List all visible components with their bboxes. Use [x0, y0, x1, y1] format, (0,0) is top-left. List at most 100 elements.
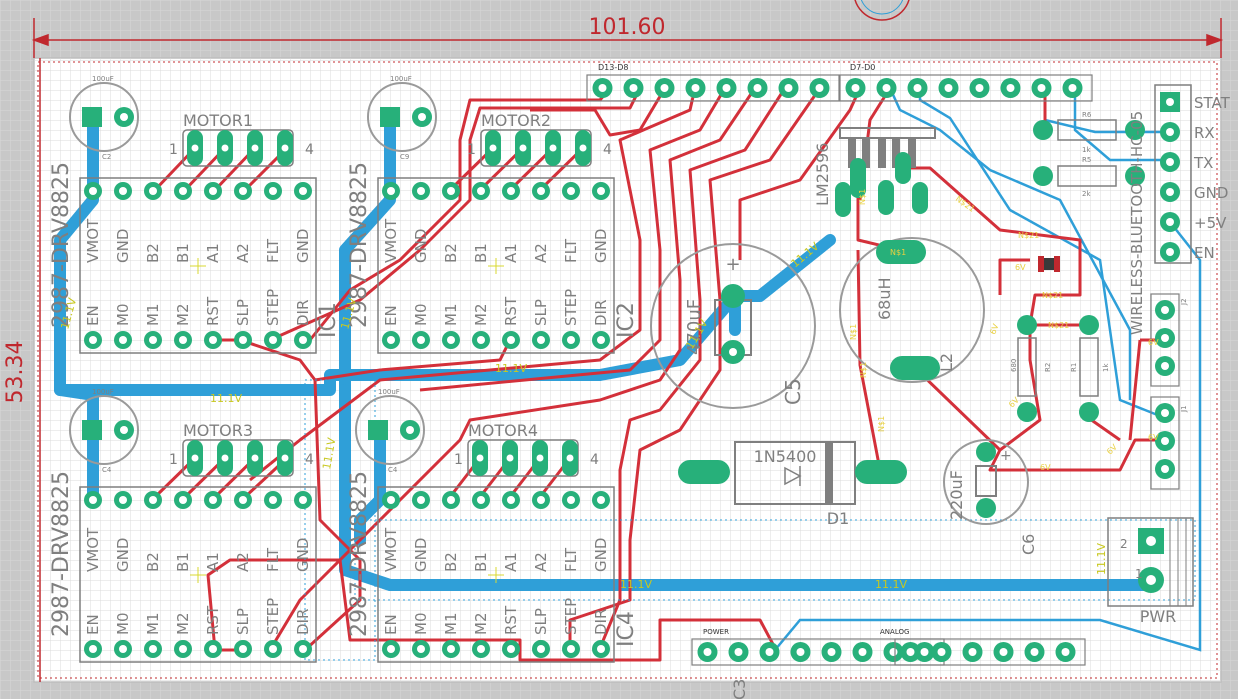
- header-analog-label: ANALOG: [880, 628, 909, 636]
- header-power-label: POWER: [703, 628, 729, 636]
- driver-name: 2987-DRV8825: [347, 162, 372, 328]
- diode-name: D1: [827, 509, 850, 528]
- driver-pin-label: M0: [114, 304, 132, 327]
- driver-pin-label: GND: [114, 538, 132, 572]
- l2-inductor: [839, 237, 985, 383]
- driver-pin-label: EN: [382, 614, 400, 635]
- svg-text:N$1: N$1: [890, 248, 906, 257]
- driver-pin-label: GND: [592, 538, 610, 572]
- header-d7-d0: [839, 74, 1093, 102]
- driver-pin-label: SLP: [234, 608, 252, 635]
- small-cap-value: 100uF: [378, 388, 400, 396]
- bt-pin-label: EN: [1194, 244, 1215, 262]
- svg-text:11.1V: 11.1V: [1095, 543, 1108, 575]
- small-cap-outline: [69, 395, 139, 465]
- r2-value: 680: [1010, 359, 1018, 372]
- svg-text:N$21: N$21: [1048, 321, 1069, 330]
- driver-pin-label: B2: [442, 552, 460, 572]
- small-cap-name: C9: [400, 153, 409, 161]
- svg-text:6V: 6V: [1015, 263, 1026, 272]
- r1-value: 1k: [1102, 363, 1110, 372]
- r2-label: R2: [1044, 363, 1052, 372]
- driver-pin-label: A2: [234, 243, 252, 263]
- driver-pin-label: SLP: [532, 608, 550, 635]
- svg-text:N$21: N$21: [1018, 231, 1039, 240]
- driver-pin-label: STEP: [562, 598, 580, 635]
- l2-value: 68uH: [875, 277, 894, 320]
- c5-capacitor: +: [650, 243, 816, 409]
- driver-pin-label: A1: [204, 243, 222, 263]
- svg-text:11.1V: 11.1V: [210, 392, 242, 405]
- small-cap-outline: [367, 82, 437, 152]
- driver-pin-label: SLP: [532, 299, 550, 326]
- driver-pin-label: STEP: [264, 289, 282, 326]
- driver-pin-label: VMOT: [382, 527, 400, 572]
- small-cap-value: 100uF: [92, 75, 114, 83]
- r6-value: 1k: [1082, 146, 1091, 154]
- c5-value: 470uF: [684, 299, 705, 355]
- motor-label: MOTOR2: [481, 111, 551, 130]
- small-cap-outline: [69, 82, 139, 152]
- l2-name: L2: [937, 353, 956, 372]
- bottom-copper-power-traces: [54, 112, 1156, 591]
- driver-ic-label: IC4: [614, 611, 639, 647]
- driver-pin-label: DIR: [294, 300, 312, 326]
- c6-value: 220uF: [947, 470, 966, 520]
- driver-pin-label: A2: [532, 552, 550, 572]
- smd-component: [1038, 256, 1060, 272]
- lm2596-regulator: [835, 127, 936, 217]
- motor-pin-last: 4: [305, 452, 314, 468]
- driver-pin-label: M1: [442, 304, 460, 327]
- driver-pin-label: M2: [472, 613, 490, 636]
- svg-text:+: +: [725, 254, 740, 275]
- driver-pin-label: A2: [532, 243, 550, 263]
- resistor-pads: [1017, 120, 1145, 422]
- motor-pin-first: 1: [467, 142, 476, 158]
- driver-pin-label: GND: [412, 538, 430, 572]
- driver-pin-label: A1: [502, 243, 520, 263]
- driver-pin-label: FLT: [264, 238, 282, 263]
- small-cap-name: C2: [102, 153, 111, 161]
- driver-pin-label: B2: [442, 243, 460, 263]
- j-connectors: [1150, 293, 1180, 490]
- driver-pin-label: M0: [114, 613, 132, 636]
- svg-text:N$21: N$21: [1042, 291, 1063, 300]
- r5-value: 2k: [1082, 190, 1091, 198]
- svg-text:11.1V: 11.1V: [620, 578, 652, 591]
- diode-d1: [678, 441, 907, 505]
- driver-outline: [377, 486, 615, 663]
- driver-pin-label: A1: [502, 552, 520, 572]
- motor-label: MOTOR1: [183, 111, 253, 130]
- motor-pin-first: 1: [454, 452, 463, 468]
- driver-pin-label: GND: [114, 229, 132, 263]
- pwr-pin1: 1: [1135, 567, 1143, 581]
- c6-name: C6: [1019, 534, 1038, 555]
- driver-pin-label: M2: [174, 613, 192, 636]
- driver-pin-label: M2: [472, 304, 490, 327]
- bt-pin-label: TX: [1193, 154, 1213, 172]
- header-d7-label: D7-D0: [850, 63, 875, 72]
- small-cap-outline: [355, 395, 425, 465]
- svg-text:6V: 6V: [1148, 338, 1159, 347]
- driver-pin-label: FLT: [264, 547, 282, 572]
- mount-hole: [854, 0, 910, 21]
- power-connector: [1107, 517, 1194, 607]
- driver-name: 2987-DRV8825: [49, 471, 74, 637]
- driver-pin-label: M0: [412, 613, 430, 636]
- small-cap-name: C4: [388, 466, 398, 474]
- r6-label: R6: [1082, 111, 1092, 119]
- bt-pin-label: GND: [1194, 184, 1228, 202]
- svg-text:11.1V: 11.1V: [495, 362, 527, 375]
- driver-pin-label: RST: [204, 296, 222, 326]
- dimension-width-label: 101.60: [589, 15, 666, 40]
- r5-label: R5: [1082, 156, 1091, 164]
- driver-outline: [377, 177, 615, 354]
- diode-value: 1N5400: [754, 447, 817, 466]
- driver-pin-label: VMOT: [382, 218, 400, 263]
- dimension-horizontal: [31, 18, 1224, 58]
- motor-label: MOTOR3: [183, 421, 253, 440]
- j2-label: J2: [1180, 298, 1188, 306]
